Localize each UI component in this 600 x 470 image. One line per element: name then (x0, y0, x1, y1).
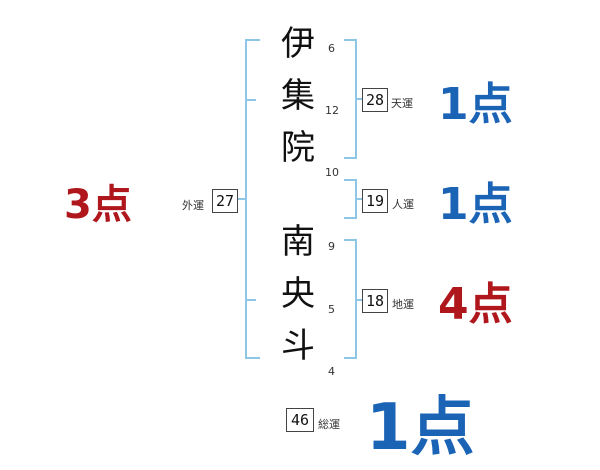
jinun-bracket (344, 179, 362, 219)
name-char-6: 斗 (281, 326, 315, 366)
stroke-count-2: 12 (325, 104, 339, 117)
name-char-4: 南 (281, 222, 315, 262)
chiun-bracket (344, 239, 362, 359)
stroke-count-4: 9 (328, 240, 335, 253)
left-outer-bracket (238, 39, 260, 359)
chiun-score: 4点 (438, 279, 513, 330)
souun-label: 総運 (318, 418, 340, 431)
jinun-score: 1点 (438, 179, 513, 230)
tenun-bracket (344, 39, 362, 159)
tenun-label: 天運 (391, 97, 413, 110)
jinun-value-box: 19 (362, 189, 388, 213)
name-char-2: 集 (281, 76, 315, 116)
tenun-score: 1点 (438, 79, 513, 130)
souun-value-box: 46 (286, 408, 314, 432)
gaiun-label: 外運 (182, 199, 204, 212)
chiun-value-box: 18 (362, 289, 388, 313)
jinun-label: 人運 (392, 198, 414, 211)
gaiun-score: 3点 (64, 182, 132, 228)
stroke-count-3: 10 (325, 166, 339, 179)
stroke-count-1: 6 (328, 42, 335, 55)
gaiun-value-box: 27 (212, 189, 238, 213)
name-char-3: 院 (281, 128, 315, 168)
chiun-label: 地運 (392, 298, 414, 311)
name-char-1: 伊 (281, 24, 315, 64)
stroke-count-6: 4 (328, 365, 335, 378)
tenun-value-box: 28 (362, 88, 388, 112)
souun-score: 1点 (366, 391, 475, 465)
stroke-count-5: 5 (328, 303, 335, 316)
name-char-5: 央 (281, 274, 315, 314)
